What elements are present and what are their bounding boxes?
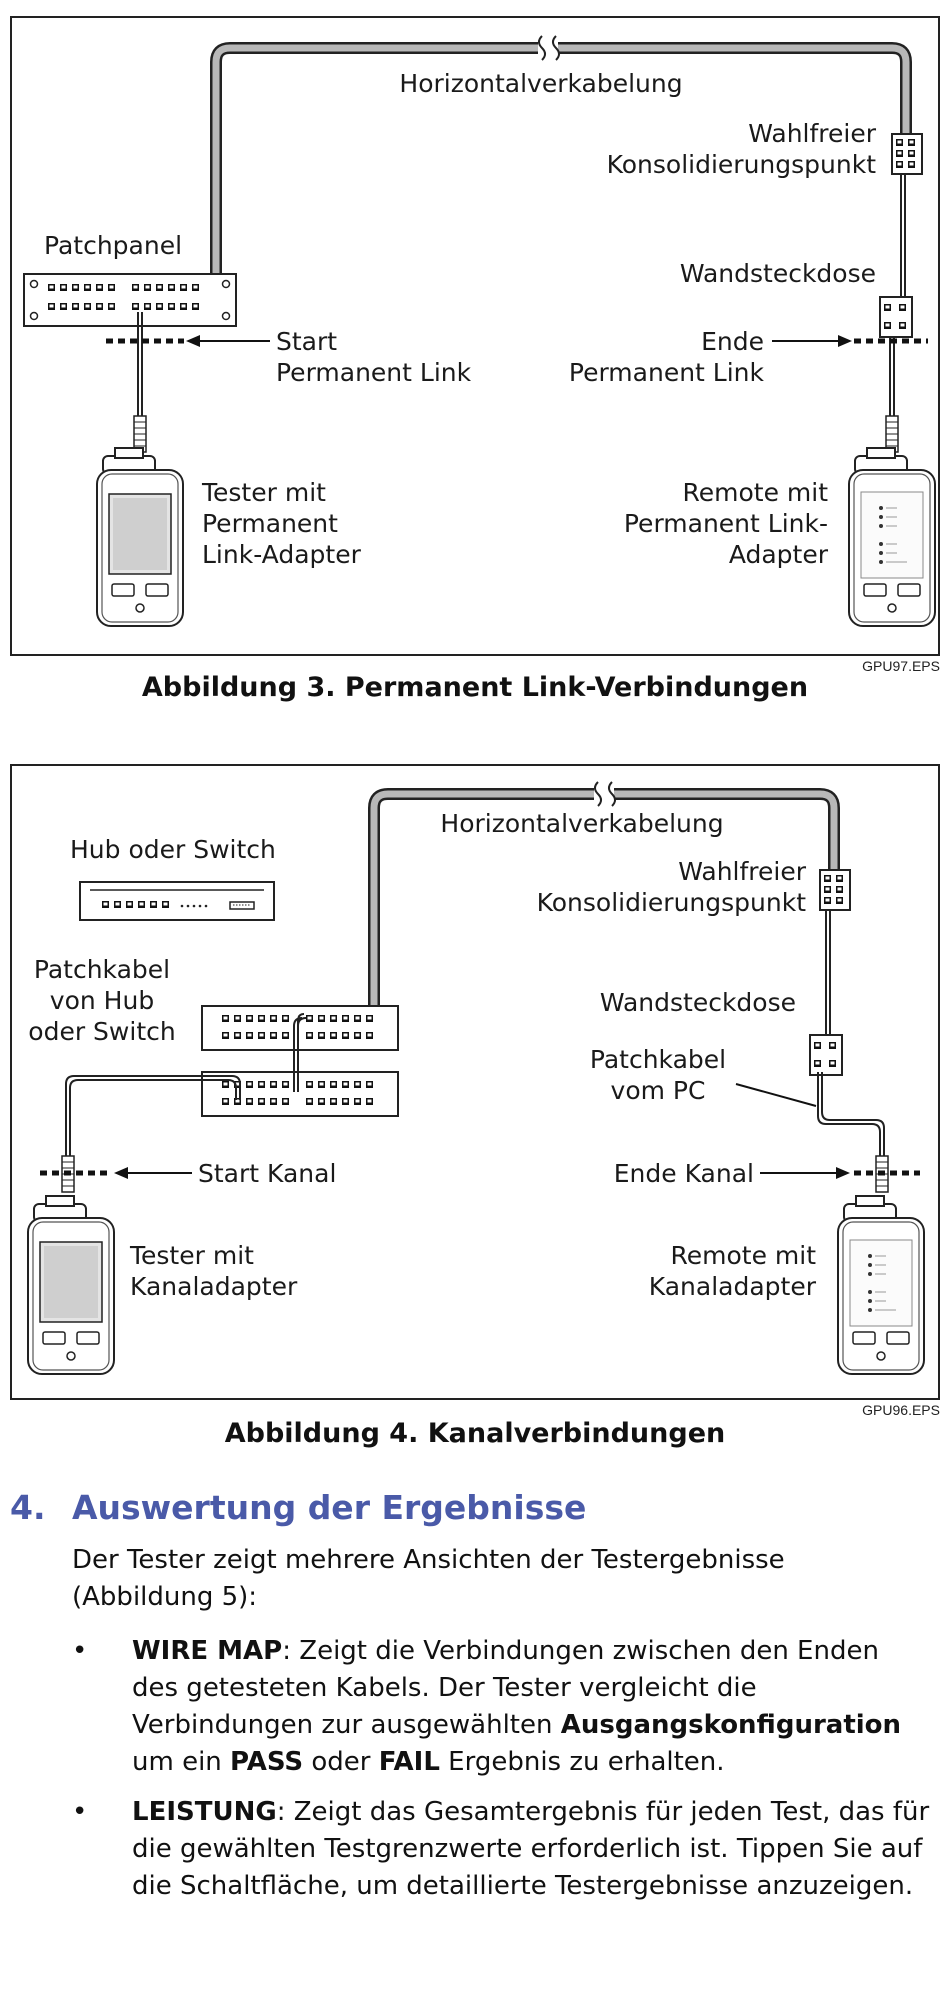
- label-end-1: Ende: [701, 327, 764, 356]
- figure-3-diagram: Horizontalverkabelung Wahlfreier Konsoli…: [23, 35, 936, 627]
- label-patchpanel: Patchpanel: [44, 231, 182, 260]
- label-hub-switch: Hub oder Switch: [70, 835, 276, 864]
- figure-4-diagram: Horizontalverkabelung Hub oder Switch Wa…: [27, 781, 925, 1375]
- label-end-channel: Ende Kanal: [614, 1159, 754, 1188]
- patch-panel: [23, 273, 237, 327]
- tester-device: [96, 447, 184, 627]
- label-tester-4-2: Kanaladapter: [130, 1272, 298, 1301]
- section-heading: 4. Auswertung der Ergebnisse: [10, 1488, 586, 1527]
- bullet-text: WIRE MAP: Zeigt die Verbindungen zwische…: [132, 1633, 932, 1781]
- text-wire-map-4: Ergebnis zu erhalten.: [439, 1747, 725, 1777]
- section-title: Auswertung der Ergebnisse: [72, 1488, 587, 1527]
- bullet-text: LEISTUNG: Zeigt das Gesamtergebnis für j…: [132, 1794, 932, 1905]
- label-patch-hub-3: oder Switch: [28, 1017, 175, 1046]
- label-start-2: Permanent Link: [276, 358, 472, 387]
- label-patch-hub-2: von Hub: [50, 986, 154, 1015]
- bullet-marker: •: [72, 1636, 88, 1666]
- label-consolidation-1: Wahlfreier: [748, 119, 876, 148]
- label-wall-outlet-4: Wandsteckdose: [600, 988, 796, 1017]
- section-number: 4.: [10, 1488, 46, 1527]
- label-remote-3: Adapter: [729, 540, 829, 569]
- figure-3-file-id: GPU97.EPS: [862, 658, 940, 674]
- bullet-performance: • LEISTUNG: Zeigt das Gesamtergebnis für…: [72, 1794, 932, 1905]
- label-remote-1: Remote mit: [682, 478, 828, 507]
- text-wire-map-2: um ein: [132, 1747, 231, 1777]
- remote-device-4: [837, 1195, 925, 1375]
- label-consolidation-2: Konsolidierungspunkt: [607, 150, 877, 179]
- section-intro: Der Tester zeigt mehrere Ansichten der T…: [72, 1545, 785, 1612]
- hub-switch: [79, 881, 275, 921]
- patch-panel-lower: [202, 1072, 398, 1116]
- text-leistung: : Zeigt das Gesamtergebnis für jeden Tes…: [132, 1797, 930, 1901]
- patch-panel-upper: [202, 1006, 398, 1050]
- label-tester-4-1: Tester mit: [129, 1241, 254, 1270]
- label-tester-3: Link-Adapter: [202, 540, 362, 569]
- figure-3-permanent-link: Horizontalverkabelung Wahlfreier Konsoli…: [10, 16, 940, 656]
- label-horizontal-cabling: Horizontalverkabelung: [399, 69, 682, 98]
- label-wall-outlet: Wandsteckdose: [680, 259, 876, 288]
- figure-4-caption: Abbildung 4. Kanalverbindungen: [224, 1418, 726, 1449]
- label-start-channel: Start Kanal: [198, 1159, 336, 1188]
- consolidation-point-box-4: [819, 869, 851, 911]
- label-start-1: Start: [276, 327, 337, 356]
- label-patch-hub-1: Patchkabel: [34, 955, 170, 984]
- label-patch-pc-1: Patchkabel: [590, 1045, 726, 1074]
- term-leistung: LEISTUNG: [132, 1797, 277, 1827]
- label-horizontal-cabling-4: Horizontalverkabelung: [440, 809, 723, 838]
- label-end-2: Permanent Link: [569, 358, 765, 387]
- text-wire-map-1: : Zeigt die Verbindungen zwischen den En…: [132, 1636, 879, 1740]
- label-tester-2: Permanent: [202, 509, 338, 538]
- figure-4-channel: Horizontalverkabelung Hub oder Switch Wa…: [10, 764, 940, 1400]
- label-consolidation-4-2: Konsolidierungspunkt: [537, 888, 807, 917]
- remote-device: [848, 447, 936, 627]
- term-pass: PASS: [230, 1747, 304, 1777]
- cable-break-mark-4: [594, 781, 616, 807]
- bullet-wire-map: • WIRE MAP: Zeigt die Verbindungen zwisc…: [72, 1633, 932, 1781]
- wall-outlet-4: [809, 1034, 843, 1076]
- wall-outlet: [879, 296, 913, 338]
- consolidation-point-box: [891, 133, 923, 175]
- text-wire-map-3: oder: [303, 1747, 379, 1777]
- bullet-marker: •: [72, 1797, 88, 1827]
- label-patch-pc-2: vom PC: [611, 1076, 706, 1105]
- cable-break-mark: [538, 35, 560, 61]
- label-remote-4-2: Kanaladapter: [649, 1272, 817, 1301]
- label-remote-4-1: Remote mit: [670, 1241, 816, 1270]
- label-remote-2: Permanent Link-: [624, 509, 828, 538]
- tester-device-4: [27, 1195, 115, 1375]
- label-consolidation-4-1: Wahlfreier: [678, 857, 806, 886]
- figure-4-file-id: GPU96.EPS: [862, 1402, 940, 1418]
- term-wire-map: WIRE MAP: [132, 1636, 283, 1666]
- figure-3-caption: Abbildung 3. Permanent Link-Verbindungen: [141, 672, 809, 703]
- label-tester-1: Tester mit: [201, 478, 326, 507]
- term-fail: FAIL: [378, 1747, 440, 1777]
- term-output-config: Ausgangskonfiguration: [560, 1710, 902, 1740]
